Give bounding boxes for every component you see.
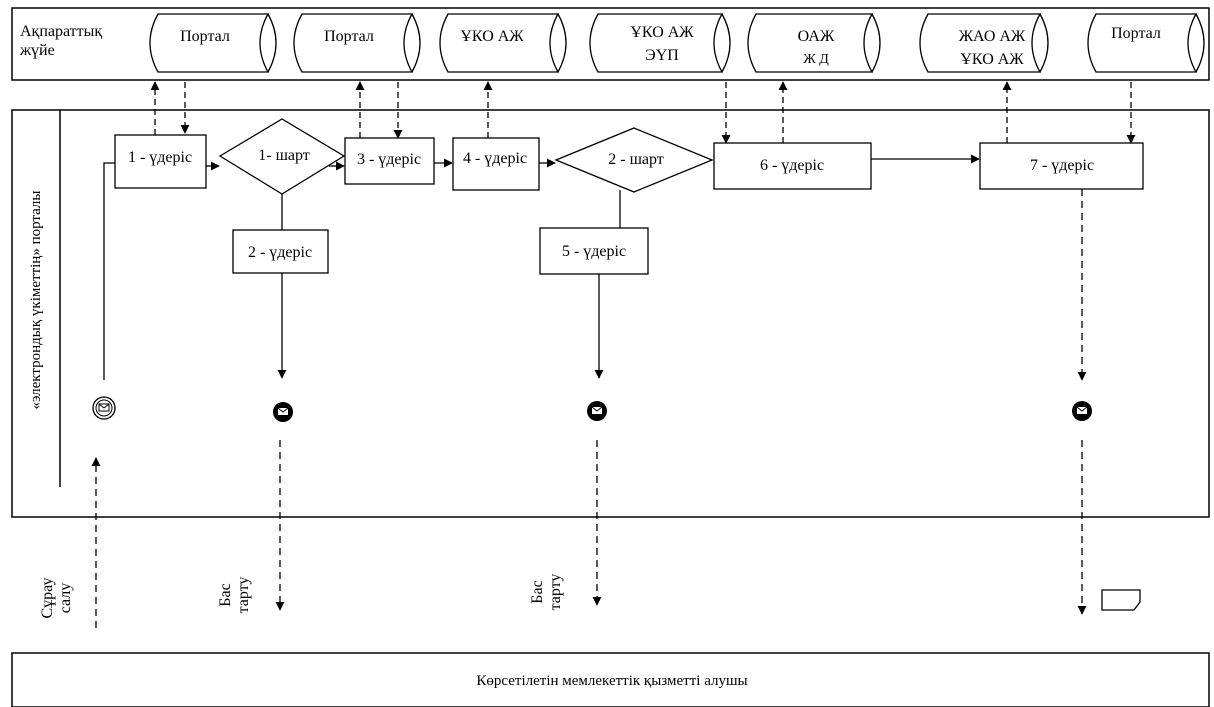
system-portal-2-label: Портал <box>324 28 374 45</box>
system-oaj: ОАЖ Ж Д <box>747 13 881 73</box>
condition-1-label: 1- шарт <box>258 147 310 164</box>
system-portal-1: Портал <box>149 13 277 73</box>
process-2: 2 - үдеріс <box>232 229 329 274</box>
system-zhao-aj: ЖАО АЖ ҰКО АЖ <box>919 13 1049 73</box>
message-end-icon-3 <box>1072 401 1092 421</box>
system-uko-aj: ҰКО АЖ <box>439 13 567 73</box>
process-7-label: 7 - үдеріс <box>1030 157 1094 174</box>
condition-2-label: 2 - шарт <box>608 151 664 168</box>
process-1: 1 - үдеріс <box>114 134 207 189</box>
message-start-icon <box>92 396 116 420</box>
system-lane-label: Ақпараттық <box>20 23 102 40</box>
refusal-label-1b: тарту <box>235 577 252 614</box>
recipient-lane-frame <box>11 652 1210 707</box>
portal-lane-label: «электрондық үкіметтің» порталы <box>28 191 44 410</box>
process-4: 4 - үдеріс <box>452 137 540 191</box>
message-end-icon-2 <box>587 401 607 421</box>
refusal-label-2a: Бас <box>529 580 546 603</box>
system-lane-frame <box>11 7 1210 81</box>
process-5-label: 5 - үдеріс <box>562 243 626 260</box>
process-1-label: 1 - үдеріс <box>128 149 192 166</box>
system-uko-aj-eup: ҰКО АЖ ЭҮП <box>589 13 731 73</box>
system-oaj-label-1: ОАЖ <box>798 28 835 45</box>
system-uko-aj-eup-label-1: ҰКО АЖ <box>630 24 694 41</box>
process-4-label: 4 - үдеріс <box>463 150 527 167</box>
flow-arrows <box>103 154 980 380</box>
system-lane-label-2: жүйе <box>19 42 55 59</box>
request-label-1: Сұрау <box>39 578 56 619</box>
dashed-flows <box>91 189 1087 628</box>
refusal-label-1a: Бас <box>217 583 234 606</box>
system-zhao-aj-label-1: ЖАО АЖ <box>959 28 1026 45</box>
portal-lane-frame <box>11 109 1210 518</box>
process-2-label: 2 - үдеріс <box>248 244 312 261</box>
request-label-2: салу <box>57 583 74 614</box>
process-5: 5 - үдеріс <box>539 227 649 275</box>
process-3: 3 - үдеріс <box>344 137 435 185</box>
condition-1: 1- шарт <box>218 118 346 195</box>
system-portal-3: Портал <box>1087 13 1205 73</box>
message-end-icon-1 <box>273 402 293 422</box>
condition-2: 2 - шарт <box>554 127 714 193</box>
document-icon <box>1101 589 1141 611</box>
recipient-lane-label: Көрсетілетін мемлекеттік қызметті алушы <box>476 673 747 689</box>
process-6-label: 6 - үдеріс <box>760 157 824 174</box>
system-portal-2: Портал <box>293 13 421 73</box>
system-portal-3-label: Портал <box>1111 25 1161 42</box>
system-portal-1-label: Портал <box>180 28 230 45</box>
refusal-label-2b: тарту <box>547 574 564 611</box>
system-connectors <box>150 81 1136 144</box>
system-oaj-label-2: Ж Д <box>803 52 829 67</box>
process-3-label: 3 - үдеріс <box>357 151 421 168</box>
process-6: 6 - үдеріс <box>713 142 872 190</box>
system-zhao-aj-label-2: ҰКО АЖ <box>960 51 1024 68</box>
process-7: 7 - үдеріс <box>979 142 1144 190</box>
system-uko-aj-eup-label-2: ЭҮП <box>645 47 679 64</box>
system-uko-aj-label: ҰКО АЖ <box>460 28 524 45</box>
